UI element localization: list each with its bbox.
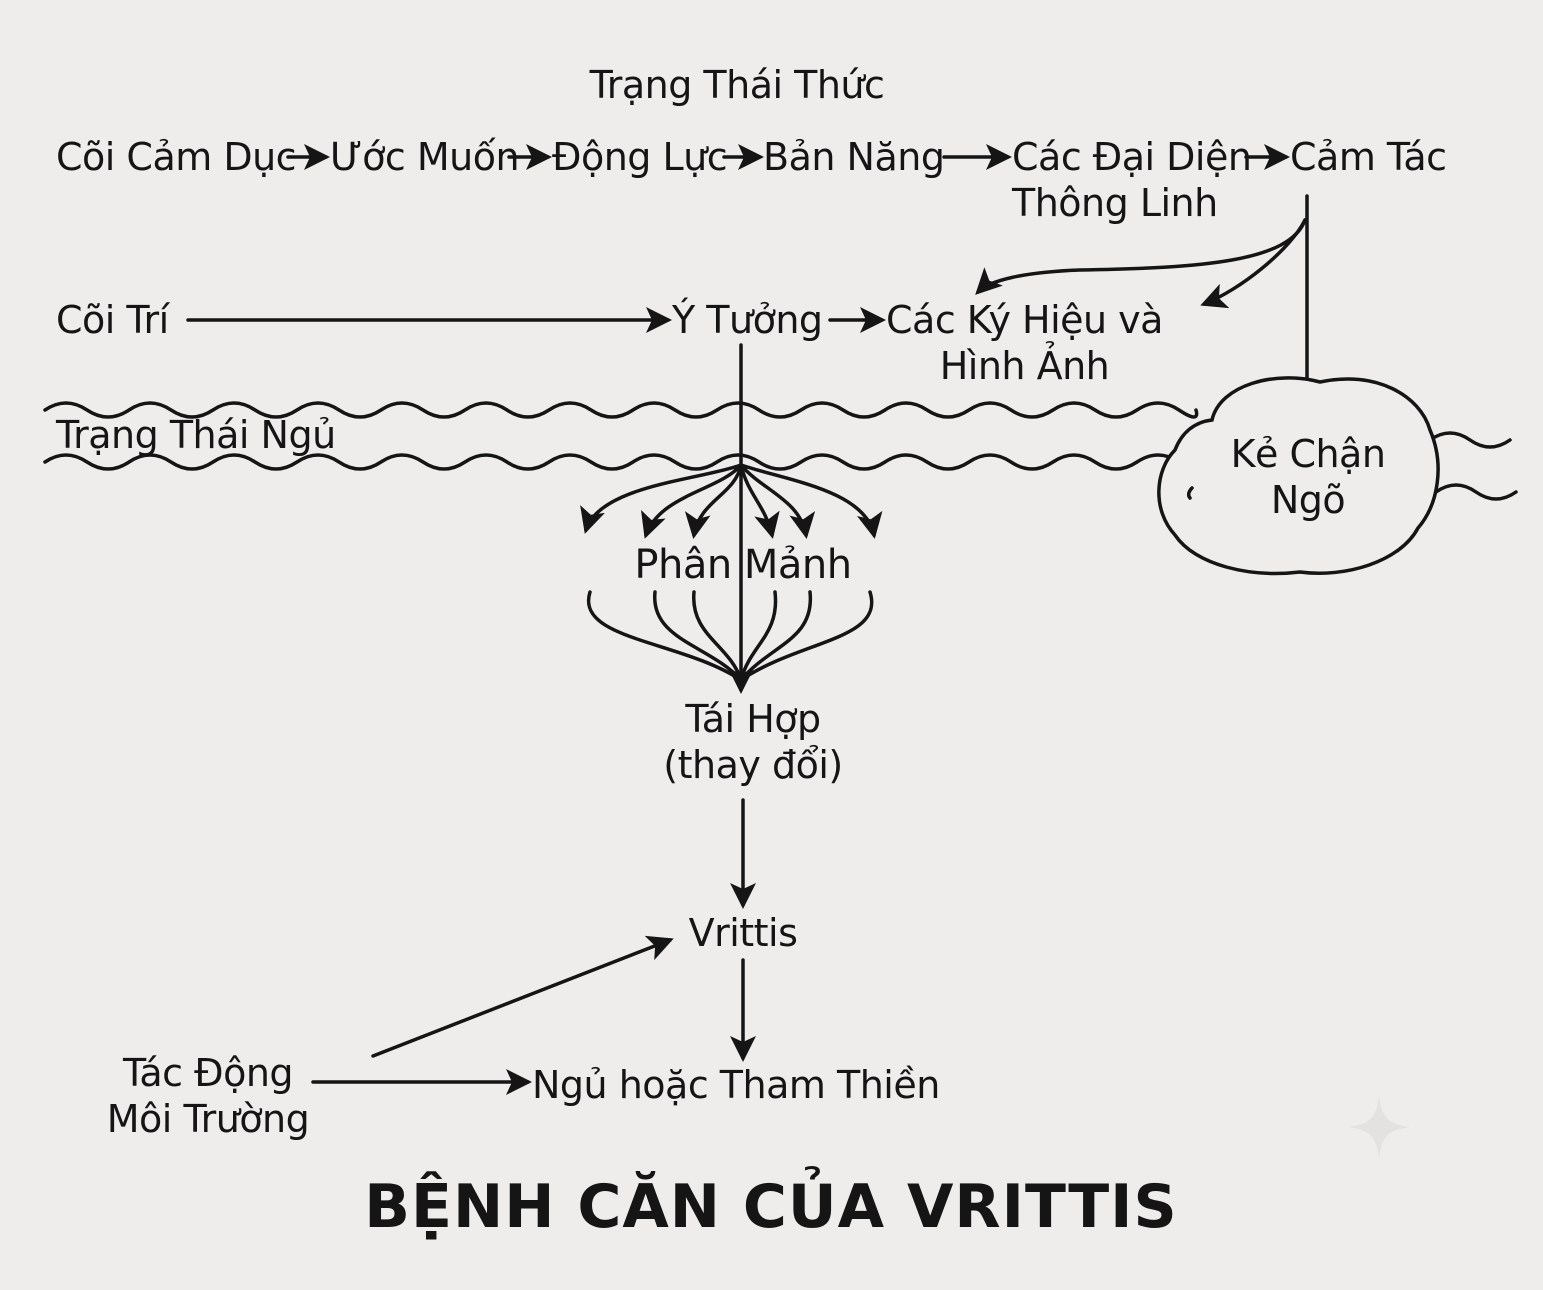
arrow-environment-to-vrittis bbox=[371, 935, 674, 1058]
sleep-wave-right-upper bbox=[1428, 431, 1512, 449]
node-mental-plane: Cõi Trí bbox=[56, 298, 169, 342]
fragment-branch-1 bbox=[580, 463, 743, 534]
merge-branch-1 bbox=[586, 590, 743, 682]
fragment-branch-6 bbox=[739, 463, 883, 539]
waking-state-label: Trạng Thái Thức bbox=[589, 63, 885, 107]
fragment-branch-3 bbox=[684, 463, 743, 539]
node-instinct: Bản Năng bbox=[763, 135, 945, 179]
sleep-wave-lower bbox=[43, 453, 1199, 471]
node-recombination: Tái Hợp (thay đổi) bbox=[663, 697, 843, 787]
fragment-branch-4 bbox=[739, 463, 780, 539]
sparkle-icon bbox=[1348, 1096, 1410, 1158]
arrow-emotion-to-symbols bbox=[1200, 218, 1307, 309]
merge-branch-6 bbox=[739, 590, 874, 682]
merge-branch-2 bbox=[653, 590, 743, 682]
fragment-branch-5 bbox=[739, 463, 816, 539]
node-environment: Tác Động Môi Trường bbox=[106, 1051, 310, 1141]
sleep-wave-right-lower bbox=[1434, 483, 1518, 501]
fragment-branch-2 bbox=[641, 463, 743, 539]
node-motive: Động Lực bbox=[552, 135, 728, 179]
node-vrittis: Vrittis bbox=[688, 911, 798, 955]
merge-branch-3 bbox=[692, 590, 743, 682]
node-desire: Ước Muốn bbox=[330, 135, 520, 179]
node-idea: Ý Tưởng bbox=[672, 298, 823, 342]
censor-cloud bbox=[1157, 376, 1440, 576]
censor-cloud-mark bbox=[1186, 486, 1194, 500]
sleep-state-label: Trạng Thái Ngủ bbox=[56, 413, 336, 457]
node-astral-plane: Cõi Cảm Dục bbox=[56, 135, 297, 179]
node-symbols-images: Các Ký Hiệu và Hình Ảnh bbox=[886, 298, 1163, 388]
node-fragments: Phân Mảnh bbox=[634, 542, 852, 588]
node-psychic-representations: Các Đại Diện Thông Linh bbox=[1012, 135, 1252, 225]
sleep-wave-upper bbox=[43, 401, 1199, 419]
arrow-emotion-to-idea-area bbox=[975, 218, 1307, 295]
node-emotion: Cảm Tác bbox=[1290, 135, 1447, 179]
node-sleep-or-meditation: Ngủ hoặc Tham Thiền bbox=[532, 1063, 940, 1107]
merge-branch-4 bbox=[739, 590, 778, 682]
merge-branch-5 bbox=[739, 590, 812, 682]
node-censor: Kẻ Chận Ngõ bbox=[1230, 432, 1386, 522]
diagram-title: BỆNH CĂN CỦA VRITTIS bbox=[364, 1172, 1178, 1242]
